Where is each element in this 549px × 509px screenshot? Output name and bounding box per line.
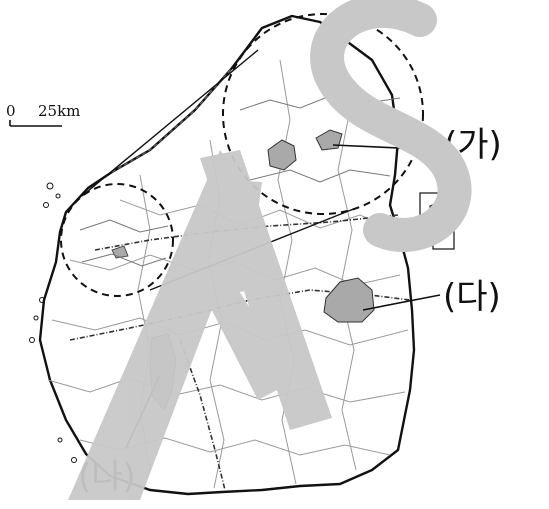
- label-da: (다): [443, 277, 501, 317]
- scale-zero: 0: [6, 102, 16, 120]
- scale-distance: 25km: [38, 102, 81, 120]
- inset-box-dokdo: [432, 226, 455, 250]
- label-na: (나): [78, 457, 136, 497]
- inset-box-ulleung: [419, 192, 458, 224]
- label-ga: (가): [444, 125, 502, 165]
- scale-bar: [9, 120, 62, 127]
